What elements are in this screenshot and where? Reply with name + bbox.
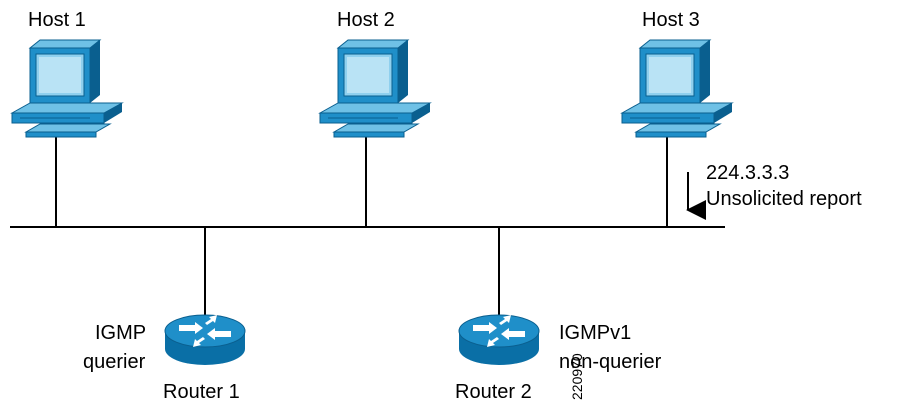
router-2-role-line1: IGMPv1 [559, 322, 632, 344]
host-1-label: Host 1 [28, 9, 86, 31]
router-1-icon [164, 314, 246, 366]
host-3-computer-icon [621, 39, 733, 138]
router-1-name: Router 1 [163, 381, 240, 403]
host-1-computer-icon [11, 39, 123, 138]
report-description: Unsolicited report [706, 188, 862, 210]
host-3-label: Host 3 [642, 9, 700, 31]
router-2-name: Router 2 [455, 381, 532, 403]
figure-id: 220970 [569, 353, 585, 400]
report-address: 224.3.3.3 [706, 162, 790, 184]
router-2-role-line2: non-querier [559, 351, 662, 373]
host-2-computer-icon [319, 39, 431, 138]
router-2-icon [458, 314, 540, 366]
router-1-role-line1: IGMP [95, 322, 147, 344]
host-2-label: Host 2 [337, 9, 395, 31]
router-1-role-line2: querier [83, 351, 146, 373]
